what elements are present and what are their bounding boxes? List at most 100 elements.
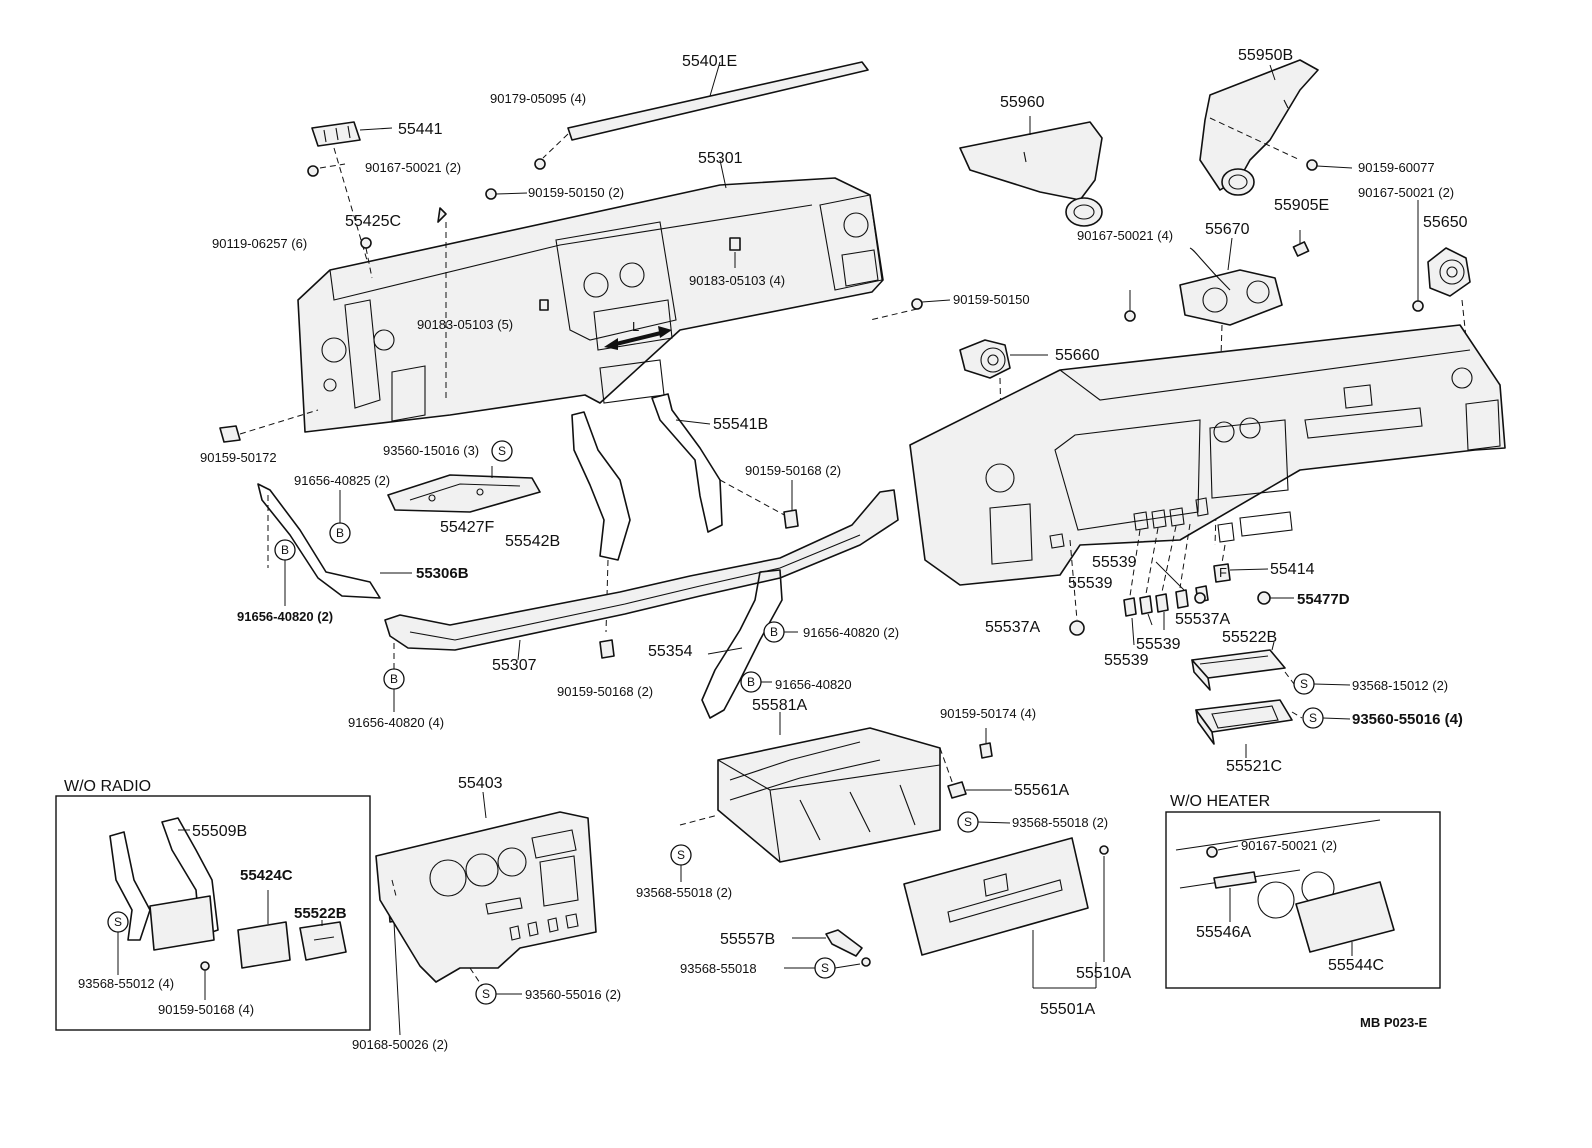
label-93560-55016-b: 93560-55016 (2) — [525, 987, 621, 1002]
label-90179-05095: 90179-05095 (4) — [490, 91, 586, 106]
label-93560-55016-a: 93560-55016 (4) — [1352, 711, 1463, 728]
bracket-55306B — [257, 483, 412, 599]
label-91656-40820-d: 91656-40820 (4) — [348, 715, 444, 730]
small-parts-glovebox — [947, 728, 1109, 962]
label-55581A: 55581A — [752, 697, 807, 714]
fasteners-55301 — [219, 158, 951, 443]
label-55521C: 55521C — [1226, 758, 1282, 775]
svg-text:S: S — [964, 815, 972, 829]
instrument-panel-55403 — [375, 791, 597, 987]
crossbar-55307 — [384, 489, 899, 661]
symbol-F: F — [1219, 565, 1227, 580]
label-55960: 55960 — [1000, 94, 1045, 111]
label-90167-50021-b: 90167-50021 (2) — [1358, 185, 1454, 200]
bulbs-55537A — [1069, 539, 1206, 636]
svg-text:S: S — [1309, 711, 1317, 725]
label-55501A: 55501A — [1040, 1001, 1095, 1018]
switch-55414: F — [1213, 544, 1294, 605]
label-55537A-b: 55537A — [1175, 611, 1230, 628]
label-90159-50168-a: 90159-50168 (2) — [745, 463, 841, 478]
label-90167-50021-d: 90167-50021 (2) — [1241, 838, 1337, 853]
label-55561A: 55561A — [1014, 782, 1069, 799]
label-93568-55018-a: 93568-55018 (2) — [1012, 815, 1108, 830]
symbols-S: S S S S S S S S — [107, 440, 1351, 1005]
svg-text:S: S — [114, 915, 122, 929]
label-90119-06257: 90119-06257 (6) — [212, 236, 307, 251]
label-55307: 55307 — [492, 657, 537, 674]
label-90159-50168-c: 90159-50168 (4) — [158, 1002, 254, 1017]
label-93568-55018-c: 93568-55018 — [680, 961, 757, 976]
label-90183-05103-b: 90183-05103 (5) — [417, 317, 513, 332]
label-55425C: 55425C — [345, 213, 401, 230]
label-55539-d: 55539 — [1104, 652, 1149, 669]
label-55670: 55670 — [1205, 221, 1250, 238]
label-55539-c: 55539 — [1136, 636, 1181, 653]
bracket-55427F — [387, 466, 541, 513]
switch-caps-55539 — [1123, 523, 1209, 646]
label-55544C: 55544C — [1328, 957, 1384, 974]
label-55354: 55354 — [648, 643, 693, 660]
vent-55660 — [959, 339, 1048, 471]
label-93568-15012: 93568-15012 (2) — [1352, 678, 1448, 693]
label-55650: 55650 — [1423, 214, 1468, 231]
label-55509B: 55509B — [192, 823, 247, 840]
label-55441: 55441 — [398, 121, 443, 138]
drawing-code: MB P023-E — [1360, 1015, 1428, 1030]
label-93568-55012: 93568-55012 (4) — [78, 976, 174, 991]
label-90159-50168-b: 90159-50168 (2) — [557, 684, 653, 699]
label-55546A: 55546A — [1196, 924, 1251, 941]
svg-text:B: B — [336, 526, 344, 540]
svg-text:S: S — [821, 961, 829, 975]
symbol-L: L — [632, 319, 639, 334]
label-55557B: 55557B — [720, 931, 775, 948]
bracket-55541B — [651, 393, 789, 533]
label-55424C: 55424C — [240, 867, 293, 884]
label-55401E: 55401E — [682, 53, 737, 70]
inset-wo-heater-title: W/O HEATER — [1170, 793, 1270, 810]
panel-55521C — [1195, 699, 1303, 758]
label-55539-a: 55539 — [1092, 554, 1137, 571]
svg-text:B: B — [747, 675, 755, 689]
label-55301: 55301 — [698, 150, 743, 167]
label-55950B: 55950B — [1238, 47, 1293, 64]
duct-55950B — [1199, 59, 1353, 196]
svg-text:S: S — [677, 848, 685, 862]
label-55414: 55414 — [1270, 561, 1315, 578]
label-90168-50026: 90168-50026 (2) — [352, 1037, 448, 1052]
label-55537A-a: 55537A — [985, 619, 1040, 636]
symbols-B: B B B B B — [274, 490, 798, 712]
bulb-55905E — [1292, 230, 1310, 257]
label-55660: 55660 — [1055, 347, 1100, 364]
label-90159-50150-a: 90159-50150 (2) — [528, 185, 624, 200]
label-55542B: 55542B — [505, 533, 560, 550]
label-90159-50174: 90159-50174 (4) — [940, 706, 1036, 721]
dimension-arrow: L — [604, 319, 672, 350]
screws-right — [1124, 200, 1424, 322]
latch-55557B — [784, 929, 871, 969]
label-90159-50150-b: 90159-50150 — [953, 292, 1030, 307]
label-55539-b: 55539 — [1068, 575, 1113, 592]
label-55510A: 55510A — [1076, 965, 1131, 982]
inset-wo-heater: W/O HEATER — [1165, 793, 1441, 989]
svg-text:S: S — [1300, 677, 1308, 691]
label-91656-40825: 91656-40825 (2) — [294, 473, 390, 488]
bracket-55354 — [701, 569, 783, 719]
label-90183-05103-a: 90183-05103 (4) — [689, 273, 785, 288]
label-55427F: 55427F — [440, 519, 494, 536]
label-93568-55018-b: 93568-55018 (2) — [636, 885, 732, 900]
glove-box-55581A — [679, 712, 956, 863]
svg-text:B: B — [390, 672, 398, 686]
duct-55960 — [959, 116, 1103, 227]
glove-door-55501A — [903, 837, 1097, 989]
label-90167-50021-c: 90167-50021 (4) — [1077, 228, 1173, 243]
label-55403: 55403 — [458, 775, 503, 792]
label-90159-60077: 90159-60077 — [1358, 160, 1435, 175]
label-55306B: 55306B — [416, 565, 469, 582]
label-93560-15016: 93560-15016 (3) — [383, 443, 479, 458]
inset-wo-radio-title: W/O RADIO — [64, 778, 151, 795]
inset-wo-radio: W/O RADIO — [55, 778, 371, 1031]
svg-text:S: S — [498, 444, 506, 458]
dashboard-assembly — [909, 324, 1506, 586]
label-55522B: 55522B — [1222, 629, 1277, 646]
